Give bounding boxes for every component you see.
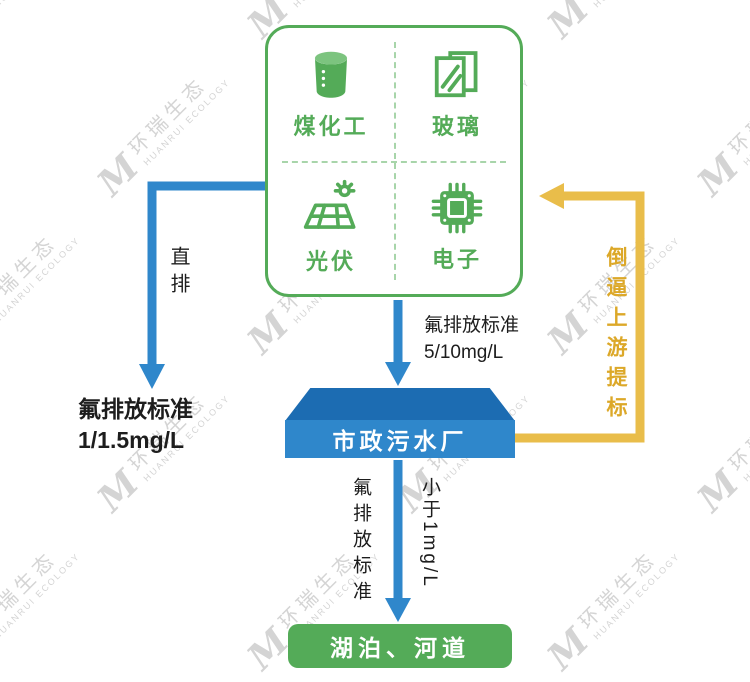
storage-tank-icon (314, 51, 348, 98)
standard-title: 氟排放标准 (424, 315, 520, 336)
standard-title: 氟排放标准 (78, 396, 193, 422)
industry-label: 光伏 (305, 249, 356, 274)
destination-label: 湖泊、河道 (330, 635, 470, 661)
industry-label: 电子 (431, 247, 482, 272)
watermark-logo: M (539, 304, 598, 363)
industry-glass: 玻璃 (394, 28, 520, 161)
feedback-arrowhead (539, 183, 564, 209)
cpu-chip-icon (431, 182, 483, 234)
industry-label: 煤化工 (293, 114, 369, 139)
to-plant-standard: 氟排放标准 5/10mg/L (424, 313, 519, 366)
sewage-plant-roof (285, 388, 515, 421)
watermark-logo: M (689, 146, 748, 205)
watermark-logo: M (89, 462, 148, 521)
watermark-logo: M (539, 0, 598, 47)
standard-value: 5/10mg/L (424, 341, 504, 363)
industry-electronics: 电子 (394, 161, 520, 294)
dashed-divider-horizontal (282, 161, 506, 163)
watermark-logo: M (689, 462, 748, 521)
feedback-label: 倒逼上游提标 (604, 246, 627, 426)
glass-panes-icon (434, 51, 478, 98)
industry-box: 煤化工 玻璃 (265, 25, 523, 297)
standard-value: 1/1.5mg/L (78, 427, 185, 454)
destination-box: 湖泊、河道 (288, 624, 512, 668)
industry-photovoltaic: 光伏 (268, 161, 394, 294)
watermark-logo: M (89, 146, 148, 205)
solar-panel-icon (303, 179, 356, 229)
outflow-limit-label: 小于1mg/L (419, 477, 440, 589)
direct-discharge-arrowhead (139, 364, 165, 389)
watermark-logo: M (239, 304, 298, 363)
direct-discharge-label: 直排 (167, 246, 189, 300)
industry-label: 玻璃 (431, 114, 482, 139)
sewage-plant-label: 市政污水厂 (332, 428, 468, 454)
watermark-logo: M (539, 620, 598, 679)
industry-coal-chemical: 煤化工 (268, 28, 394, 161)
outflow-standard-label: 氟排放标准 (350, 477, 371, 607)
to-plant-arrowhead (385, 362, 411, 386)
direct-discharge-standard: 氟排放标准 1/1.5mg/L (78, 394, 193, 456)
to-lake-arrowhead (385, 598, 411, 622)
sewage-plant: 市政污水厂 (285, 420, 515, 458)
watermark-logo: M (239, 620, 298, 679)
